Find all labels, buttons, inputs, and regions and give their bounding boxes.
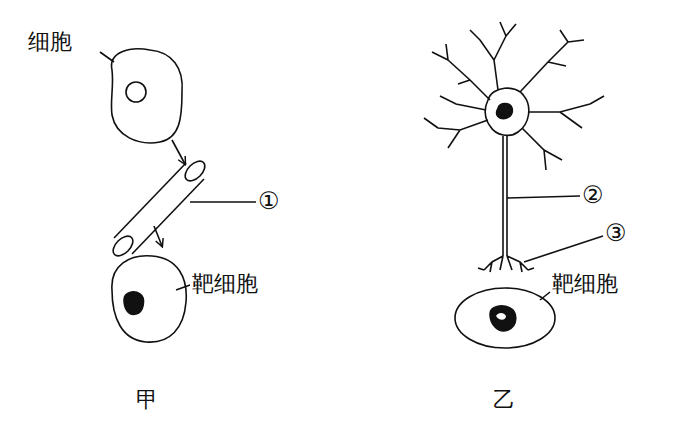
cell-label: 靶细胞 bbox=[192, 272, 258, 296]
figure-label: 乙 bbox=[493, 388, 515, 412]
callout-number: ③ bbox=[605, 220, 627, 246]
figure-label: 甲 bbox=[136, 388, 158, 412]
cell-label: 靶细胞 bbox=[552, 272, 618, 296]
cell-label: 细胞 bbox=[28, 30, 72, 54]
callout-number: ① bbox=[258, 188, 280, 214]
callout-number: ② bbox=[582, 182, 604, 208]
